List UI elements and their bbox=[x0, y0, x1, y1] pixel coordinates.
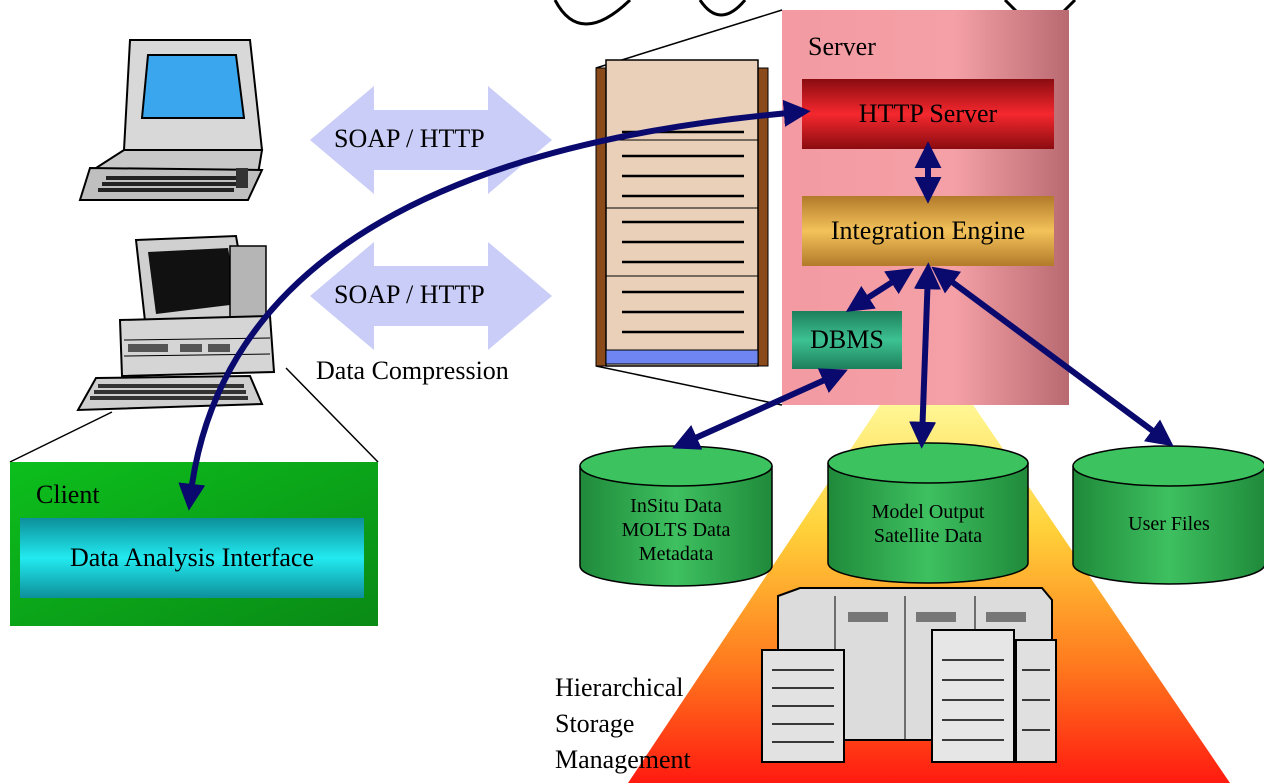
desktop-computer-icon bbox=[76, 234, 276, 412]
hsm-line-2: Storage bbox=[555, 709, 635, 738]
data-analysis-interface-label: Data Analysis Interface bbox=[69, 543, 314, 572]
laptop-icon bbox=[78, 39, 264, 201]
dbms-label: DBMS bbox=[810, 325, 884, 354]
satellite-data-label: Satellite Data bbox=[873, 525, 983, 547]
engine-userfiles-arrow bbox=[931, 266, 1174, 447]
engine-dbms-arrow bbox=[845, 268, 915, 312]
storage-machines-icon bbox=[761, 587, 1057, 763]
client-title: Client bbox=[36, 480, 100, 509]
hsm-label: Hierarchical Storage Management bbox=[555, 670, 691, 778]
soap-http-label-top: SOAP / HTTP bbox=[334, 124, 485, 153]
server-title: Server bbox=[808, 32, 876, 61]
data-analysis-interface-box[interactable] bbox=[20, 518, 364, 598]
soap-http-label-bottom: SOAP / HTTP bbox=[334, 280, 485, 309]
integration-engine-label: Integration Engine bbox=[830, 216, 1026, 245]
client-callout-left bbox=[9, 411, 113, 463]
client-to-http-arrow bbox=[178, 99, 811, 511]
http-server-label: HTTP Server bbox=[858, 99, 998, 128]
user-files-cylinder bbox=[1072, 445, 1264, 585]
user-files-label: User Files bbox=[1128, 513, 1210, 535]
insitu-data-label: InSitu Data bbox=[630, 495, 722, 517]
integration-engine-box[interactable] bbox=[802, 196, 1054, 266]
server-rack-icon bbox=[595, 9, 783, 406]
insitu-labels: InSitu Data MOLTS Data Metadata bbox=[580, 494, 772, 566]
dbms-insitu-arrow bbox=[672, 368, 848, 450]
metadata-label: Metadata bbox=[638, 543, 714, 565]
hsm-line-3: Management bbox=[555, 745, 691, 774]
model-labels: Model Output Satellite Data bbox=[828, 500, 1028, 548]
http-server-box[interactable] bbox=[802, 79, 1054, 149]
molts-data-label: MOLTS Data bbox=[621, 519, 731, 541]
data-compression-label: Data Compression bbox=[316, 356, 509, 385]
model-output-cylinder bbox=[827, 442, 1029, 584]
model-output-label: Model Output bbox=[871, 501, 985, 523]
engine-model-arrow bbox=[909, 262, 941, 449]
hsm-line-1: Hierarchical bbox=[555, 673, 684, 702]
